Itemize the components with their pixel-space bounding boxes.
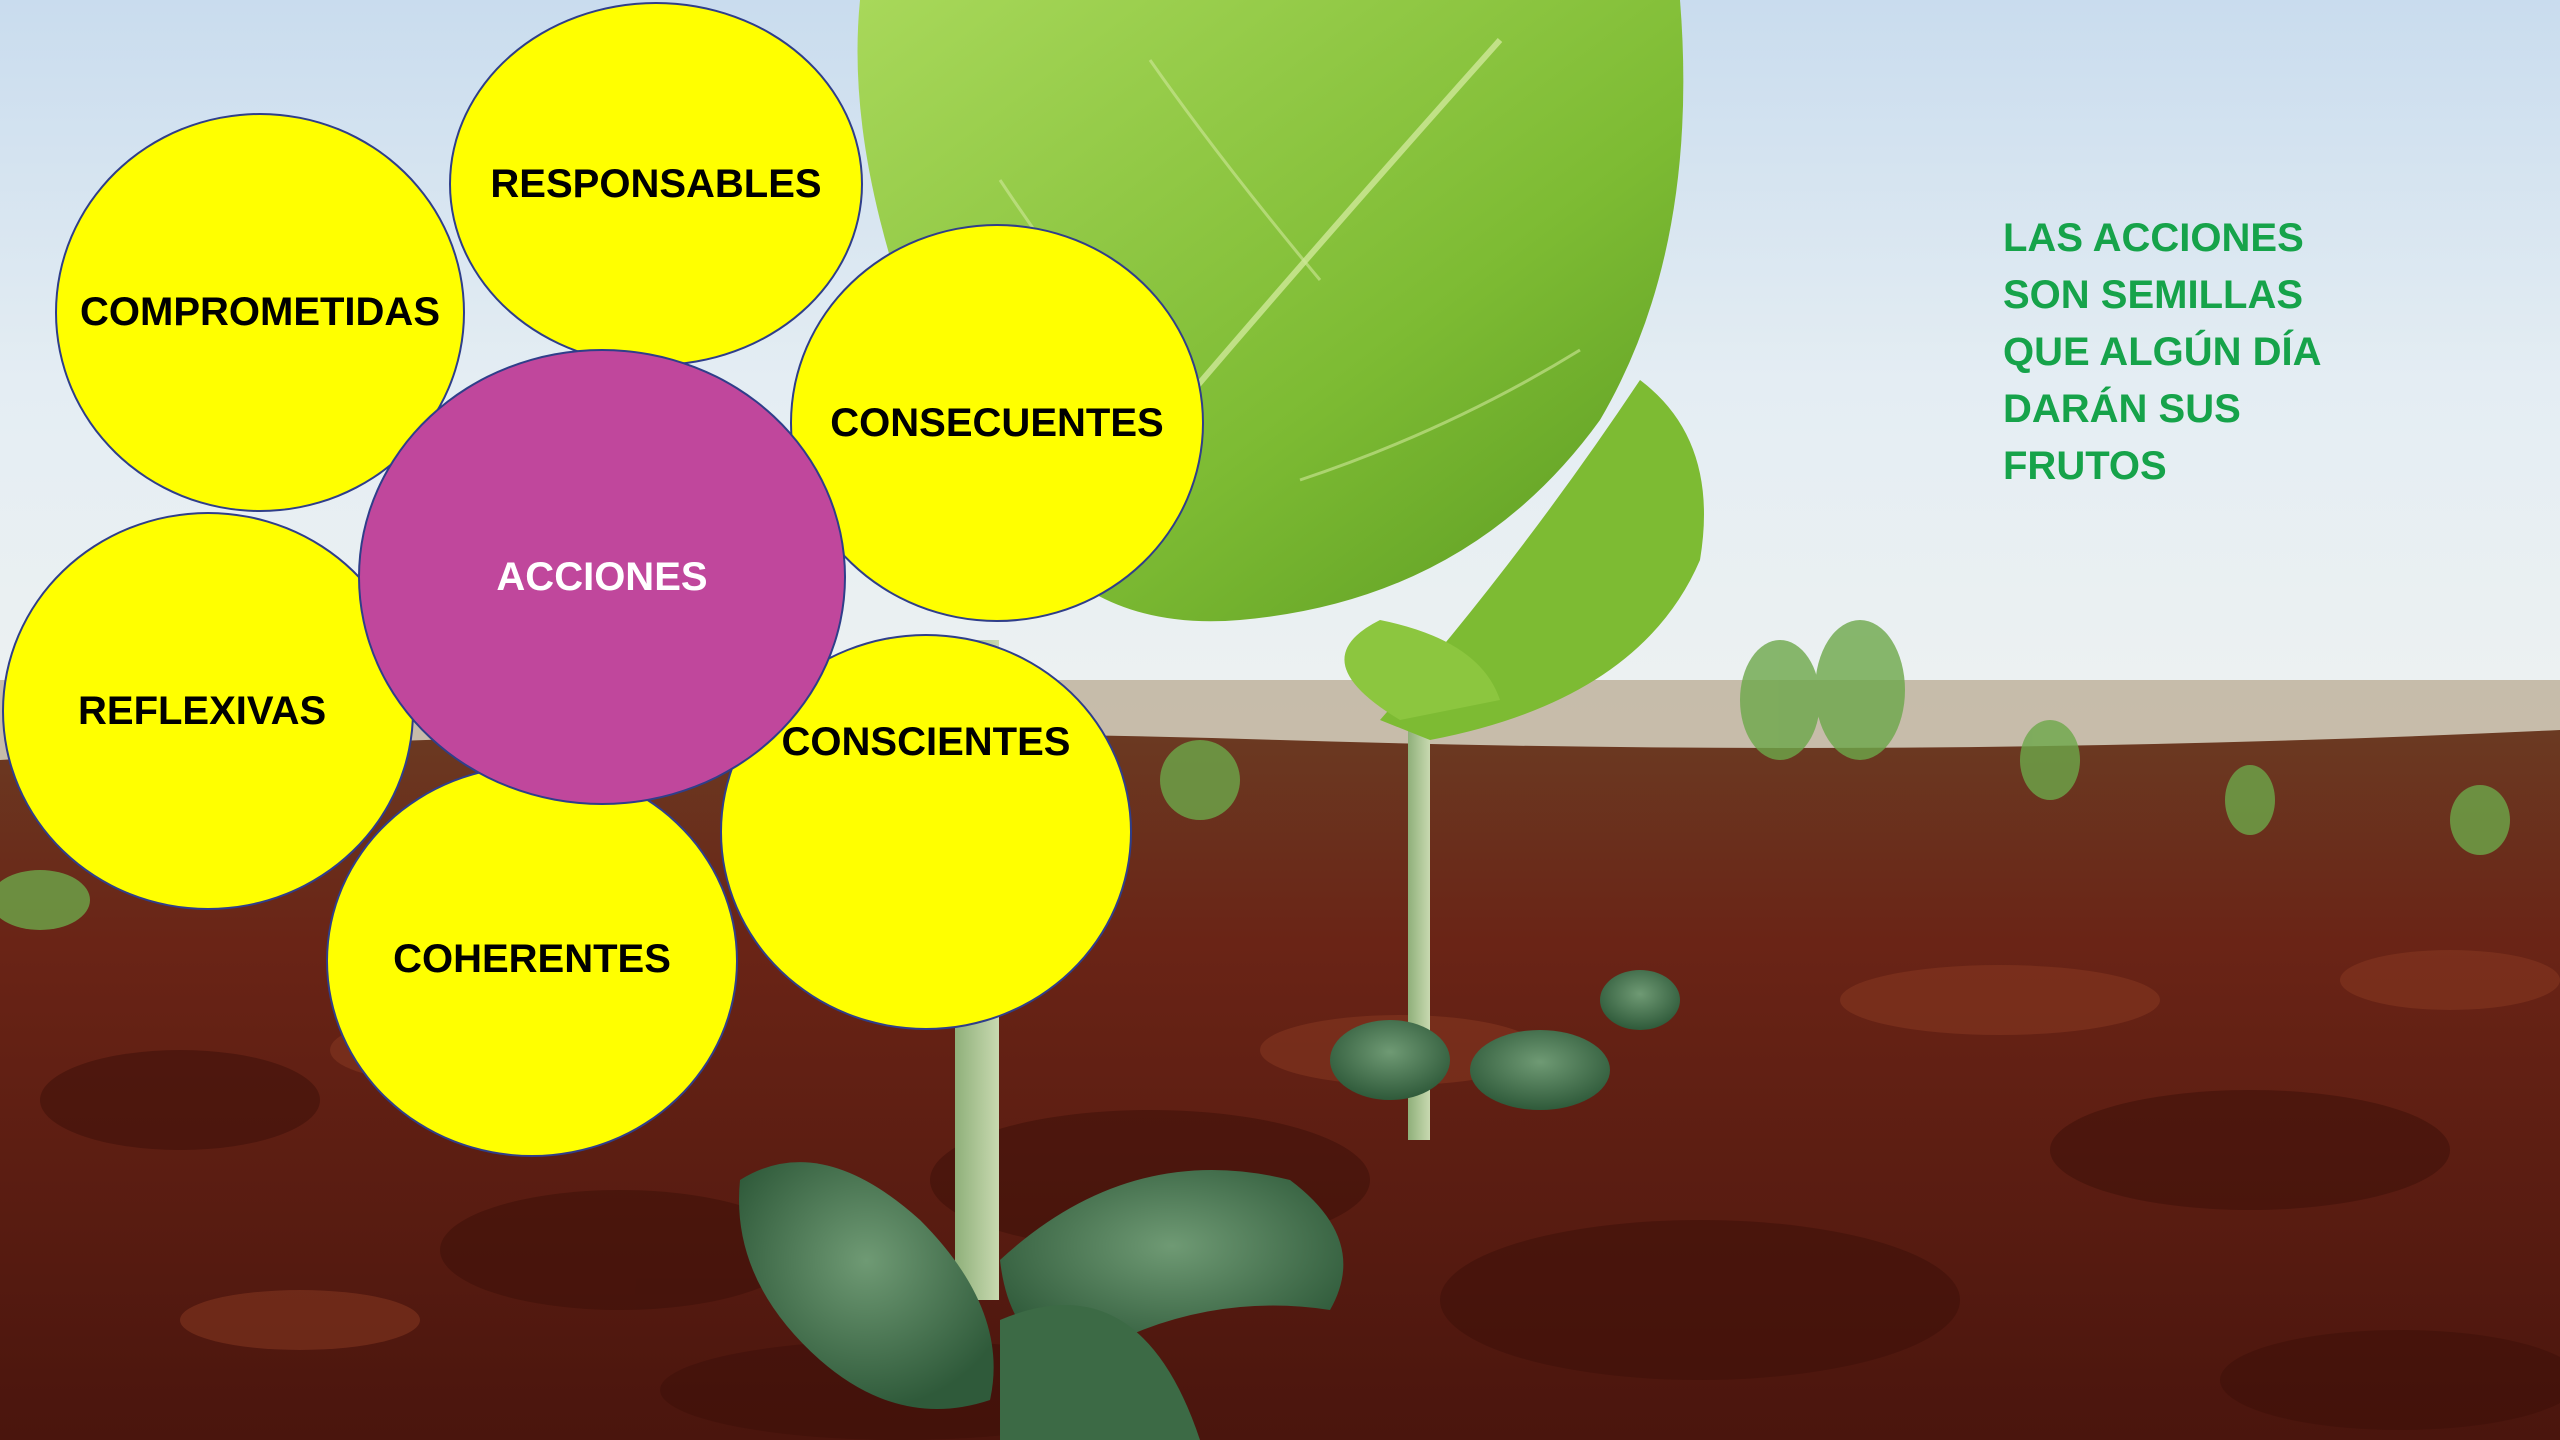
petal-comprometidas-label: COMPROMETIDAS xyxy=(80,290,440,334)
petal-reflexivas: REFLEXIVAS xyxy=(2,512,414,910)
quote-line: FRUTOS xyxy=(2003,444,2167,488)
quote-line: QUE ALGÚN DÍA xyxy=(2003,330,2322,374)
quote-text: LAS ACCIONES SON SEMILLAS QUE ALGÚN DÍA … xyxy=(2003,210,2463,495)
petal-coherentes: COHERENTES xyxy=(326,765,738,1157)
petal-responsables-label: RESPONSABLES xyxy=(490,161,822,206)
petal-consecuentes-label: CONSECUENTES xyxy=(830,400,1164,445)
petal-conscientes-label: CONSCIENTES xyxy=(781,719,1071,764)
center-acciones: ACCIONES xyxy=(358,349,846,805)
petal-reflexivas-label: REFLEXIVAS xyxy=(78,688,327,733)
center-acciones-label: ACCIONES xyxy=(496,554,708,599)
petal-responsables: RESPONSABLES xyxy=(449,2,863,366)
quote-line: LAS ACCIONES xyxy=(2003,216,2304,260)
petal-coherentes-label: COHERENTES xyxy=(393,936,671,981)
petal-comprometidas: COMPROMETIDAS xyxy=(55,113,465,512)
petal-consecuentes: CONSECUENTES xyxy=(790,224,1204,622)
quote-line: DARÁN SUS xyxy=(2003,387,2241,431)
quote-line: SON SEMILLAS xyxy=(2003,273,2304,317)
